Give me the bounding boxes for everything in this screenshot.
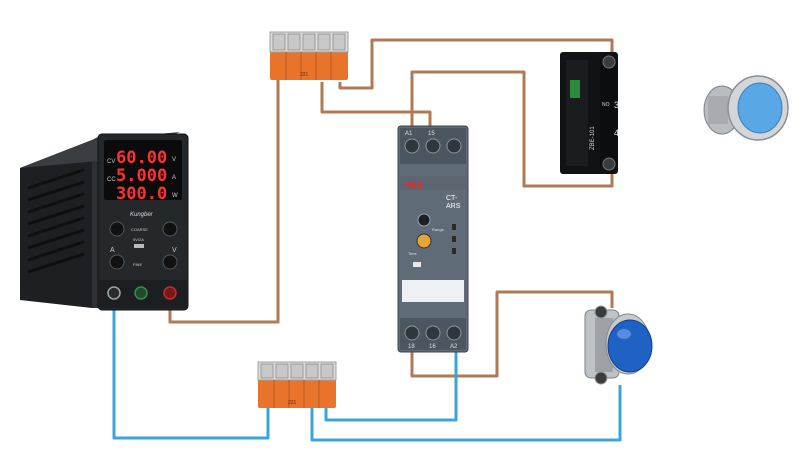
blue-wires [112, 296, 622, 442]
knob-icon[interactable] [109, 221, 125, 237]
vent-slots [27, 168, 85, 274]
terminal-icon[interactable] [134, 286, 148, 300]
terminal-16-label: 16 [429, 344, 436, 350]
terminal-18-label: 18 [408, 344, 415, 350]
contact-side-text: ZBE-101 [590, 126, 596, 150]
display-prefix-cv: CV [107, 159, 115, 165]
left-knob-label: A [110, 247, 115, 254]
time-label: Time [408, 251, 418, 256]
contact-block: 3 4 NO ZBE-101 [560, 52, 619, 174]
power-supply: CV 60.00 V CC 5.000 A 300.0 W Kungber CO… [20, 132, 189, 311]
display-unit-w: W [172, 193, 178, 199]
display-current: 5.000 [116, 166, 167, 186]
display-unit-a: A [172, 175, 176, 181]
abb-logo: ABB [405, 180, 423, 189]
wago-top-label: 221 [300, 72, 309, 78]
status-led-icon [452, 248, 456, 254]
brown-wire-relay-a1-to-contact [410, 70, 614, 188]
knob-icon[interactable] [109, 254, 125, 270]
display-prefix-cc: CC [107, 177, 116, 183]
terminal-a1-label: A1 [405, 131, 413, 137]
knob-icon[interactable] [162, 254, 178, 270]
display-unit-v: V [172, 157, 176, 163]
model-line-2: ARS [446, 203, 461, 210]
blue-push-button[interactable] [584, 305, 653, 385]
time-dial-icon[interactable] [416, 233, 432, 249]
coarse-label: COARSE [131, 227, 148, 232]
blue-wire-wago-to-button [310, 385, 622, 442]
brown-wire-wago-to-relay-15 [320, 82, 432, 128]
terminal-15-label: 15 [428, 131, 435, 137]
contact-terminal-3: 3 [614, 100, 619, 110]
relay-label-panel [402, 280, 464, 302]
brown-wires [168, 38, 614, 378]
wago-connector-top: 221 [269, 31, 349, 80]
terminal-a2-label: A2 [450, 344, 458, 350]
fine-label: FINE [133, 262, 142, 267]
knob-icon[interactable] [162, 221, 178, 237]
range-label: Range [432, 227, 445, 232]
brown-wire-relay-18-to-button [410, 290, 614, 378]
light-blue-push-button[interactable] [703, 75, 789, 141]
blue-wire-psu-to-bottom-wago [112, 296, 270, 440]
display-power: 300.0 [116, 184, 167, 204]
contact-terminal-4: 4 [614, 128, 619, 138]
psu-display [104, 140, 182, 200]
terminal-icon[interactable] [107, 286, 121, 300]
psu-brand: Kungber [130, 212, 154, 218]
display-voltage: 60.00 [116, 148, 167, 168]
wago-bottom-label: 221 [288, 400, 297, 406]
model-line-1: CT- [446, 195, 458, 202]
status-led-icon [452, 224, 456, 230]
terminal-icon[interactable] [163, 286, 177, 300]
abb-timer-relay: A1 15 ABB CT- ARS Range Time 18 16 A2 [397, 125, 469, 353]
range-dial-icon[interactable] [417, 213, 431, 227]
right-knob-label: V [172, 247, 177, 254]
blue-wire-wago-to-relay-a2 [324, 348, 458, 422]
usb-label: 5V/2A [133, 237, 144, 242]
usb-port-icon [134, 244, 144, 248]
brown-wire-wago-to-contact-top [338, 38, 614, 90]
wago-connector-bottom: 221 [257, 361, 337, 408]
status-led-icon [452, 236, 456, 242]
contact-no-label: NO [602, 102, 610, 108]
